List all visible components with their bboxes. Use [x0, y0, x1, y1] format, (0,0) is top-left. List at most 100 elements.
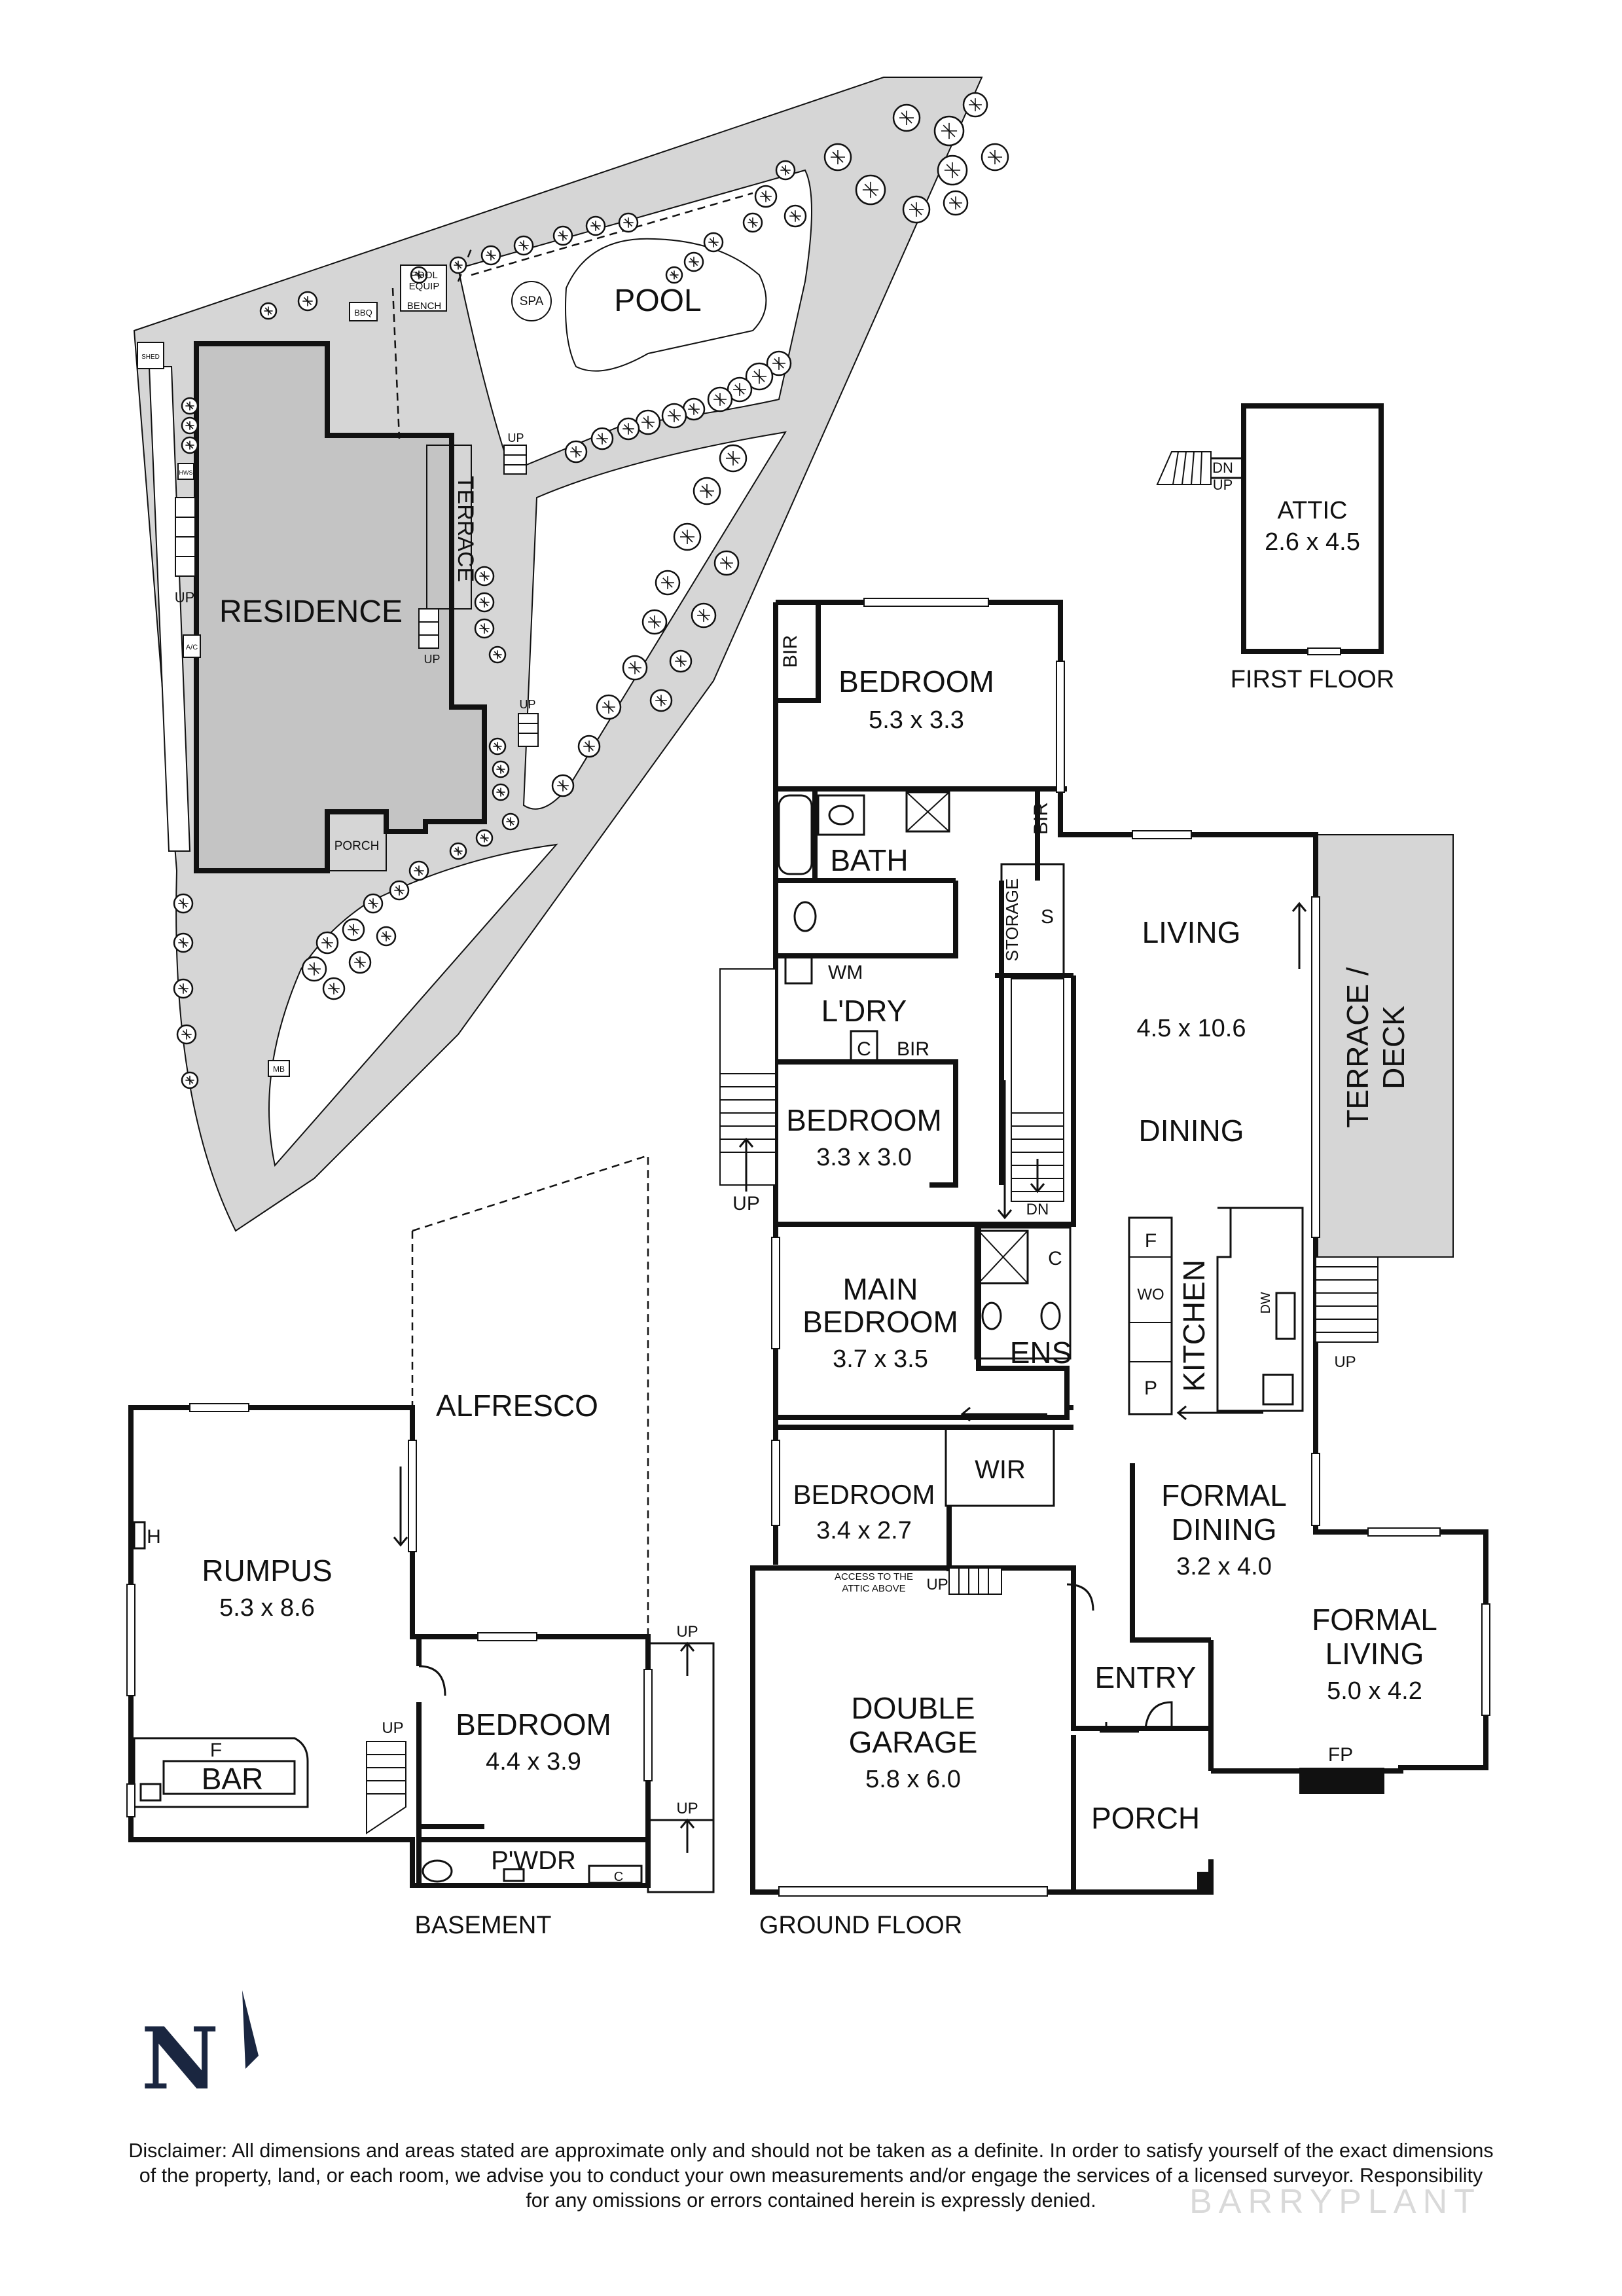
s-label: S [1041, 906, 1054, 928]
laundry-cupboard [850, 1030, 878, 1062]
north-letter: N [141, 2009, 219, 2109]
bar-f: F [210, 1740, 222, 1761]
basement-ext-up-2: UP [676, 1800, 698, 1817]
pool-equip-label-1: POOL [410, 270, 438, 281]
tree-detail [496, 788, 505, 797]
site-up-west: UP [175, 589, 195, 606]
formal-living-label-1: FORMAL [1312, 1603, 1437, 1637]
first-floor-plan: ATTIC 2.6 x 4.5 DN UP FIRST FLOOR [1156, 403, 1394, 693]
tree-detail [708, 237, 719, 247]
tree-detail [454, 261, 463, 270]
tree-detail [185, 421, 194, 430]
bench-label: BENCH [407, 301, 442, 312]
tree-detail [480, 833, 489, 843]
tree-detail [700, 484, 714, 498]
disclaimer-line-2: of the property, land, or each room, we … [139, 2164, 1483, 2187]
basement-ext-up-1: UP [676, 1623, 698, 1641]
ensuite-box [974, 1226, 1072, 1360]
bedroom1-name: BEDROOM [838, 665, 994, 699]
attic-access-stair [948, 1567, 1002, 1595]
site-fence-a [471, 192, 753, 276]
tree-detail [479, 571, 490, 581]
bar-counter [133, 1737, 309, 1808]
storage-box [1000, 863, 1065, 977]
heater-h [133, 1521, 146, 1550]
powder-label: P'WDR [491, 1846, 576, 1875]
basement-label: BASEMENT [414, 1912, 551, 1939]
main-bedroom-label-2: BEDROOM [802, 1305, 958, 1339]
hall-arrow [997, 1080, 1013, 1220]
ground-floor-label: GROUND FLOOR [759, 1912, 962, 1939]
kitchen-label: KITCHEN [1177, 1260, 1211, 1392]
kitchen-dw: DW [1259, 1292, 1273, 1313]
tree-detail [713, 393, 727, 406]
ensuite-label: ENS [1010, 1336, 1072, 1370]
tree-detail [178, 983, 189, 994]
ground-floor-plan: BEDROOM 5.3 x 3.3 BIR BIR BATH STORAGE S… [719, 598, 1490, 1939]
bedroom2-name: BEDROOM [786, 1103, 942, 1137]
tree-detail [668, 409, 681, 422]
rumpus-label: RUMPUS [202, 1554, 332, 1588]
attic-stair [1156, 451, 1212, 485]
shed-box [137, 342, 164, 369]
bath-shower-x [906, 792, 950, 832]
residence-label: RESIDENCE [219, 594, 403, 629]
hws-box [177, 463, 194, 480]
attic-window [1307, 647, 1341, 655]
deck-stair [1315, 1256, 1379, 1343]
formal-living-dims: 5.0 x 4.2 [1327, 1677, 1422, 1705]
tree-detail [909, 202, 924, 217]
tree-detail [394, 885, 405, 896]
tree-detail [414, 866, 424, 876]
rumpus-dims: 5.3 x 8.6 [219, 1594, 315, 1622]
tree-detail [558, 230, 568, 241]
site-stair-east [518, 713, 539, 747]
tree-detail [506, 817, 515, 826]
tree-detail [862, 181, 879, 198]
disclaimer-line-1: Disclaimer: All dimensions and areas sta… [128, 2140, 1493, 2162]
bath-basin [828, 805, 854, 826]
terrace-deck-label-2: DECK [1377, 1006, 1411, 1089]
tree-detail [697, 609, 710, 622]
powder-basin [503, 1868, 525, 1882]
basement-door [418, 1665, 446, 1696]
porch-label: PORCH [1091, 1801, 1200, 1835]
formal-dining-dims: 3.2 x 4.0 [1176, 1553, 1272, 1580]
tree-detail [308, 962, 321, 975]
north-point: N [141, 1990, 259, 2109]
attic-up: UP [1213, 477, 1233, 493]
attic-access-up: UP [926, 1576, 948, 1594]
bir-a: BIR [780, 635, 801, 668]
site-up-pool: UP [507, 431, 524, 445]
site-porch [327, 811, 387, 871]
living-arrow [1291, 902, 1307, 969]
hws-label: HWS [179, 469, 193, 476]
powder-toilet [422, 1859, 453, 1883]
shed-label: SHED [141, 354, 160, 361]
tree-detail [969, 98, 982, 111]
tree-detail [486, 250, 496, 261]
powder-c: C [614, 1870, 623, 1884]
tree-detail [899, 111, 914, 125]
site-stair-terrace [418, 608, 439, 649]
bath-label: BATH [830, 843, 908, 877]
tree-detail [178, 938, 189, 948]
kitchen-sink [1275, 1292, 1296, 1340]
bedroom2-dims: 3.3 x 3.0 [816, 1144, 912, 1171]
tree-detail [493, 650, 502, 659]
tree-detail [454, 847, 463, 856]
attic-dn: DN [1212, 460, 1233, 476]
fp-label: FP [1328, 1744, 1353, 1766]
site-stair-pool [503, 445, 527, 475]
north-arrow-icon [242, 1990, 259, 2069]
basement-internal-walls [416, 1637, 648, 1886]
pool-label: POOL [614, 283, 701, 318]
terrace-deck-label-1: TERRACE / [1341, 967, 1375, 1128]
bedroom3-dims: 3.4 x 2.7 [816, 1517, 912, 1544]
garage-label-1: DOUBLE [851, 1691, 975, 1725]
garage-label-2: GARAGE [849, 1725, 978, 1759]
tree-detail [941, 122, 958, 139]
tree-detail [557, 780, 569, 792]
bir-b: BIR [1030, 802, 1052, 835]
